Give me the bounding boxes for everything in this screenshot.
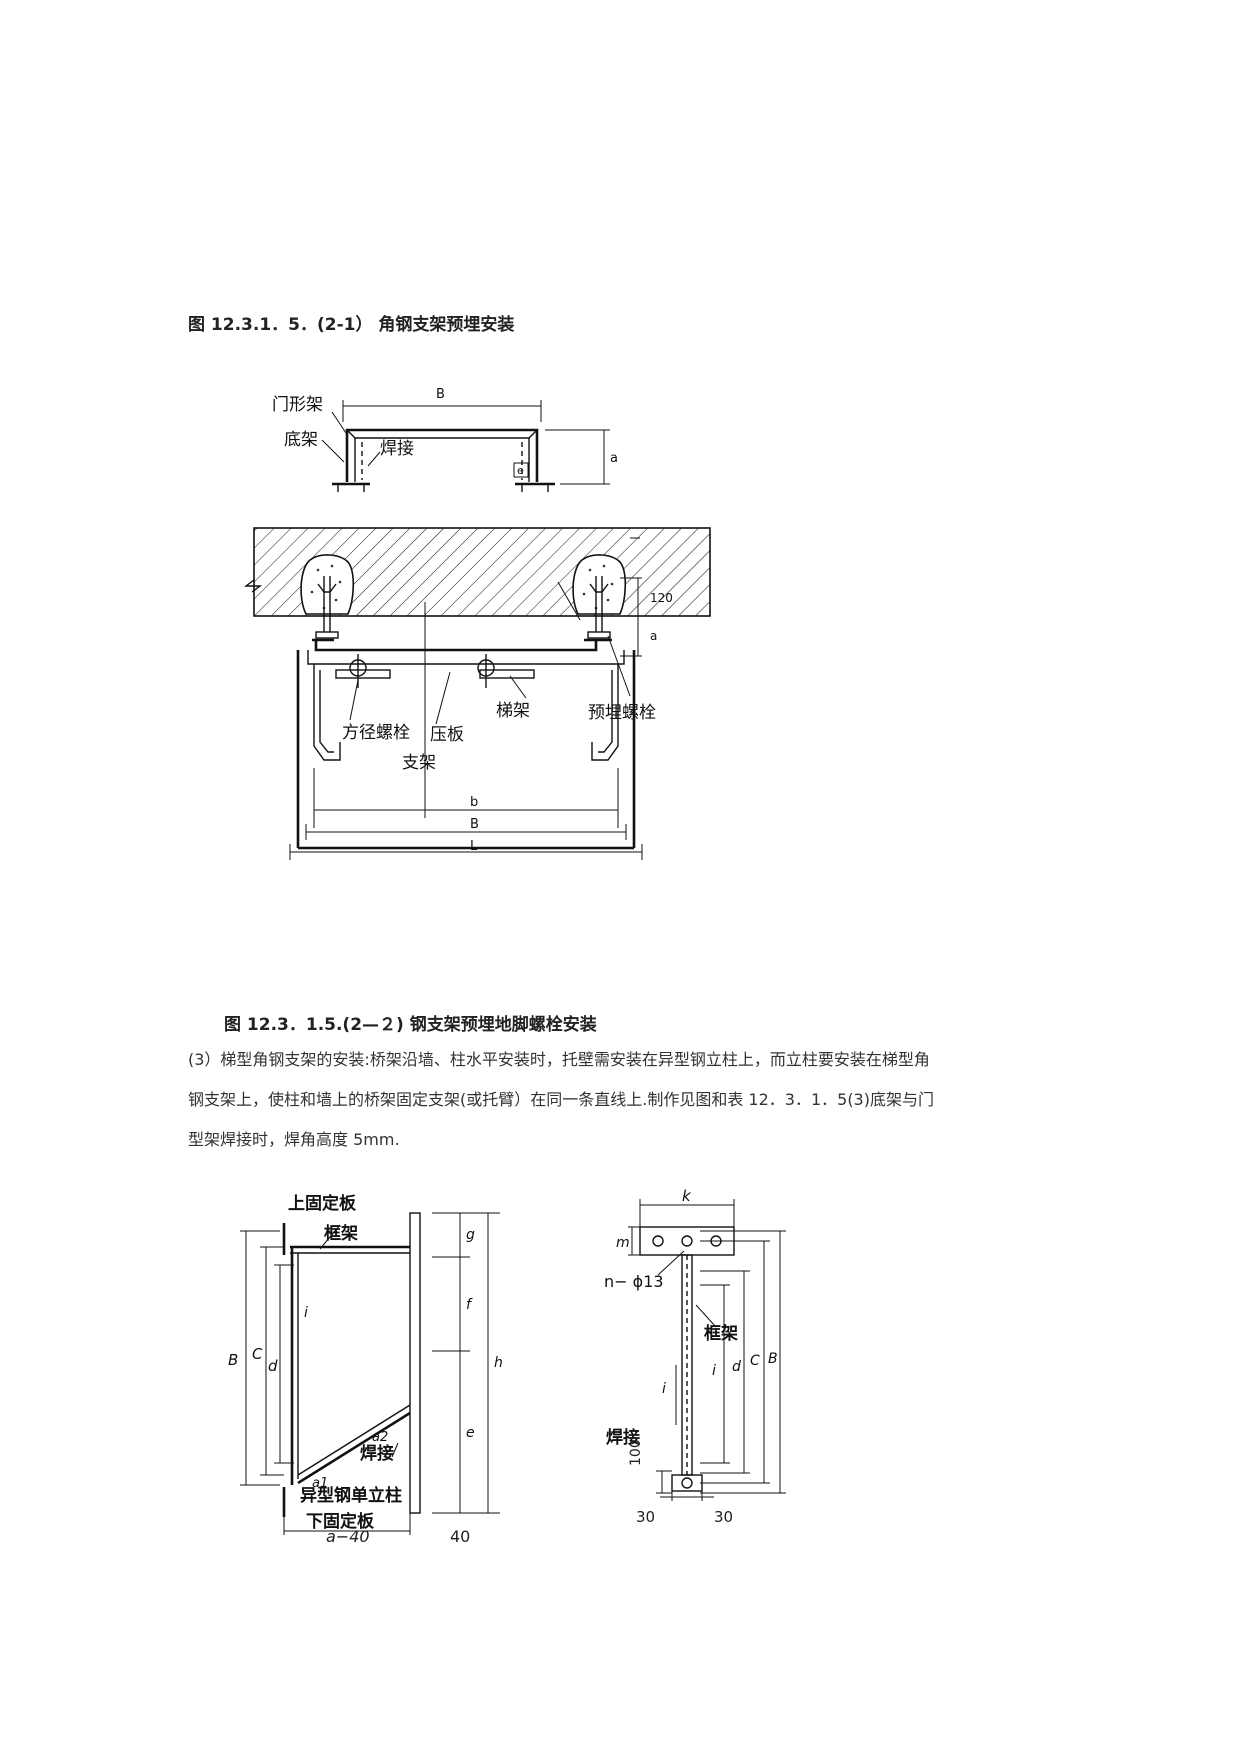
paragraph-line-3: 型架焊接时，焊角高度 5mm. (188, 1130, 400, 1149)
dim-d: d (732, 1359, 741, 1375)
label-a2: a2 (372, 1430, 388, 1445)
label-plate: 压板 (430, 725, 464, 745)
embedded-bolt-drawing: 120 a 方径螺栓 压板 支架 梯架 预埋螺栓 b B L (243, 527, 711, 860)
label-frame: 框架 (704, 1323, 738, 1344)
dim-B-label: B (436, 387, 445, 402)
dim-100: 100 (628, 1439, 644, 1466)
dim-a-label: a (610, 451, 618, 466)
label-column: 异型钢单立柱 (300, 1485, 402, 1506)
dim-b-label: b (470, 795, 478, 810)
label-support: 支架 (402, 753, 436, 773)
label-square-bolt: 方径螺栓 (342, 723, 410, 743)
label-i: i (662, 1381, 666, 1397)
dim-30-right: 30 (714, 1508, 734, 1526)
dim-C: C (252, 1345, 263, 1363)
dim-L-label: L (470, 839, 478, 854)
label-a1: a1 (312, 1476, 328, 1491)
dim-120: 120 (650, 591, 673, 605)
dim-d: d (268, 1357, 278, 1375)
body-paragraph: (3）梯型角钢支架的安装:桥架沿墙、柱水平安装时，托壁需安装在异型钢立柱上，而立… (188, 1040, 1058, 1160)
door-frame-drawing: B e a 门形架 底架 焊接 (272, 387, 618, 492)
column-side-drawing: B C d g f e h i a1 a2 上固定板 框架 焊接 异型钢单立柱 … (228, 1193, 503, 1535)
dim-a-label: a (650, 629, 657, 643)
column-front-drawing: k m i i d C B n− ϕ13 框架 焊接 (604, 1187, 786, 1501)
label-hole: n− ϕ13 (604, 1272, 664, 1291)
label-frame: 框架 (324, 1223, 358, 1244)
dim-f: f (466, 1297, 473, 1313)
label-weld: 焊接 (380, 439, 414, 459)
dim-h: h (494, 1355, 503, 1371)
figure-caption-2: 图 12.3．1.5.(2—２) 钢支架预埋地脚螺栓安装 (224, 1015, 597, 1035)
label-base-frame: 底架 (284, 430, 318, 450)
dim-B: B (768, 1351, 778, 1367)
label-embed-bolt: 预埋螺栓 (588, 703, 656, 723)
dim-B: B (228, 1351, 238, 1369)
label-ladder: 梯架 (496, 701, 530, 721)
label-i: i (304, 1305, 308, 1321)
dim-40: 40 (450, 1527, 471, 1546)
dim-k: k (682, 1187, 692, 1205)
label-e: e (517, 464, 524, 477)
dim-30-left: 30 (636, 1508, 656, 1526)
dim-C: C (750, 1353, 760, 1369)
label-top-plate: 上固定板 (288, 1193, 357, 1214)
paragraph-line-2: 钢支架上，使柱和墙上的桥架固定支架(或托臂）在同一条直线上.制作见图和表 12．… (188, 1090, 934, 1109)
label-weld: 焊接 (360, 1443, 394, 1464)
dim-m: m (616, 1235, 630, 1251)
dim-g: g (466, 1227, 475, 1243)
dim-e: e (466, 1425, 475, 1441)
label-weld: 焊接 (606, 1427, 640, 1448)
figure-caption-1: 图 12.3.1．5．(2-1） 角钢支架预埋安装 (188, 315, 515, 335)
dim-i: i (712, 1363, 716, 1379)
dim-a40: a−40 (326, 1527, 370, 1546)
paragraph-line-1: (3）梯型角钢支架的安装:桥架沿墙、柱水平安装时，托壁需安装在异型钢立柱上，而立… (188, 1050, 930, 1069)
label-bottom-plate: 下固定板 (306, 1511, 375, 1532)
dim-B-label: B (470, 817, 479, 832)
label-door-frame: 门形架 (272, 395, 323, 415)
